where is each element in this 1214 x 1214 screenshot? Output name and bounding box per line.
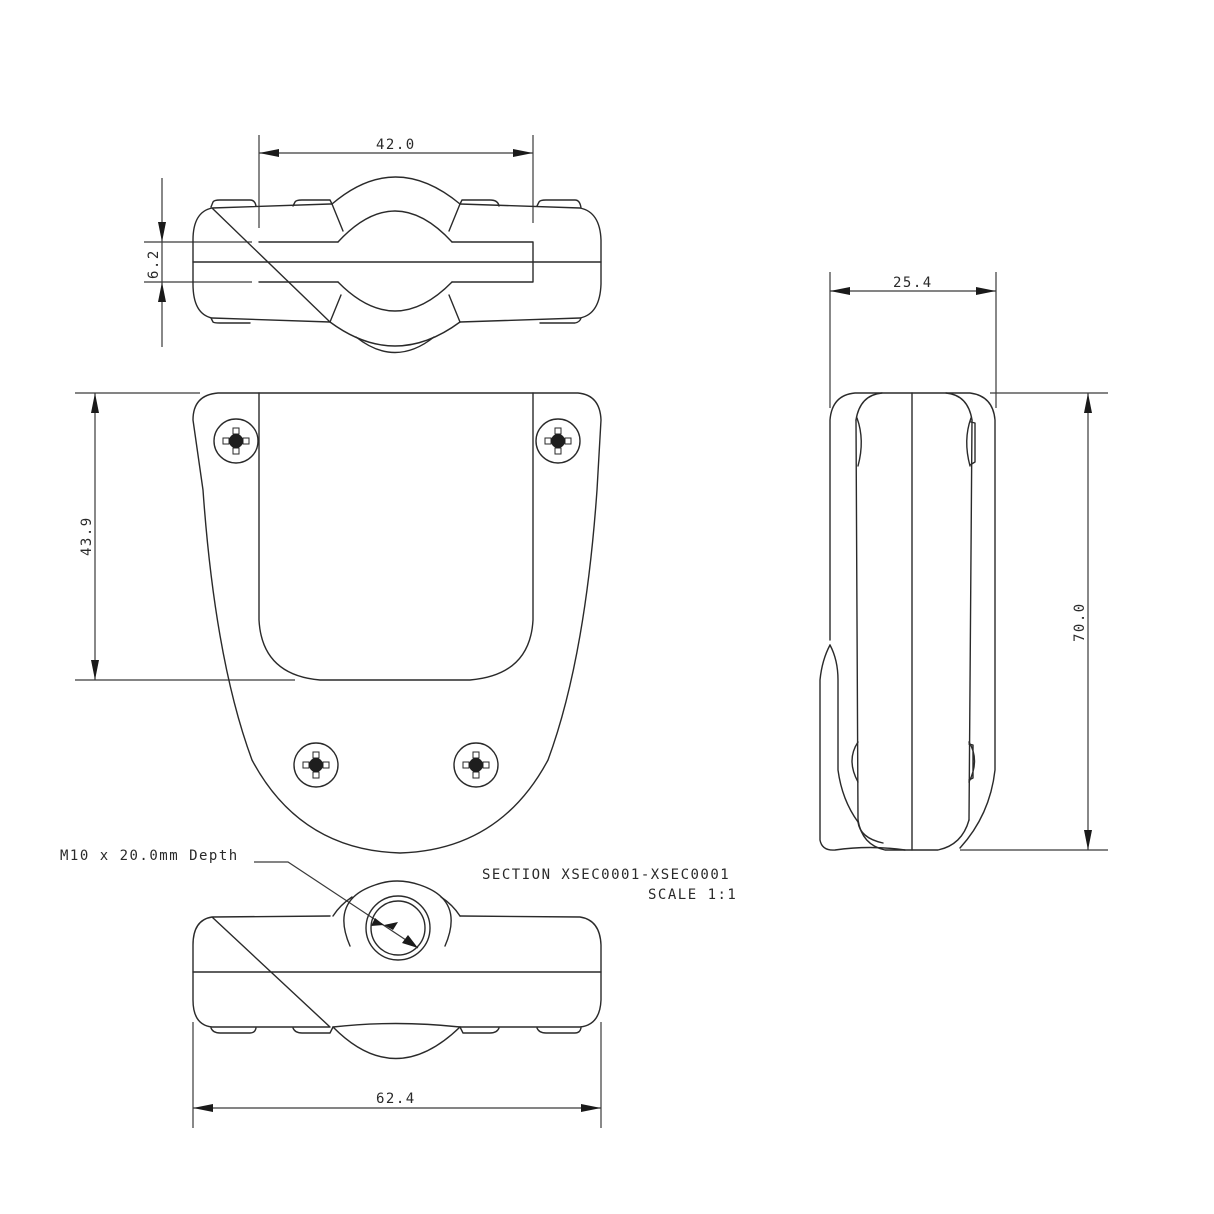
dimension-slot-height: 6.2	[146, 249, 162, 279]
dimension-bottom-width: 62.4	[376, 1091, 416, 1107]
screw-bottom-left	[293, 742, 339, 788]
screw-top-right	[535, 418, 581, 464]
thread-callout: M10 x 20.0mm Depth	[60, 848, 239, 864]
side-view: 25.4 70.0	[819, 272, 1108, 851]
scale-label: SCALE 1:1	[648, 887, 737, 903]
dimension-front-height: 43.9	[79, 516, 95, 556]
top-view: 42.0 6.2	[144, 135, 602, 354]
dimension-top-width: 42.0	[376, 137, 416, 153]
dimension-side-depth: 25.4	[893, 275, 933, 291]
section-label: SECTION XSEC0001-XSEC0001	[482, 867, 730, 883]
screw-bottom-right	[453, 742, 499, 788]
dimension-side-height: 70.0	[1072, 602, 1088, 642]
screw-top-left	[213, 418, 259, 464]
front-view: 43.9	[75, 392, 602, 854]
section-view: M10 x 20.0mm Depth SECTION XSEC0001-XSEC…	[60, 848, 737, 1128]
